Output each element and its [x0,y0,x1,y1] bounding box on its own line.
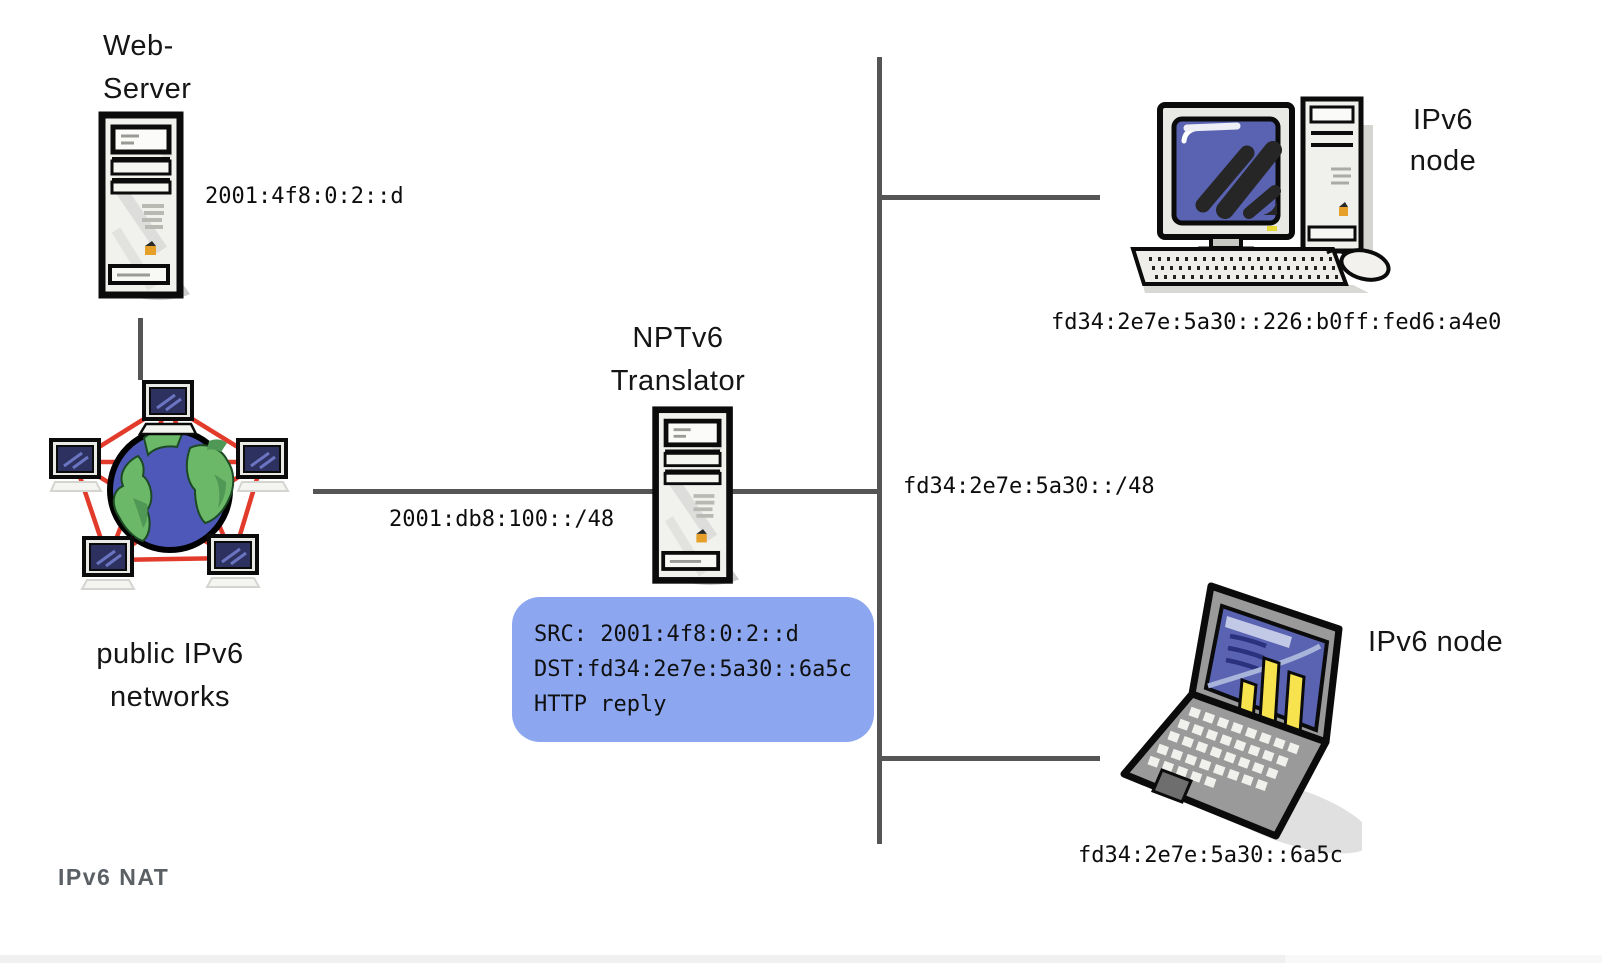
mini-computer-icon [205,534,261,588]
node-bottom-label: IPv6 node [1368,626,1504,658]
figure-caption: IPv6 NAT [58,864,170,890]
packet-src-line: SRC: 2001:4f8:0:2::d [534,622,799,647]
mini-computer-icon [80,536,136,590]
link-webserver-to-internet [138,318,143,380]
desktop-computer-icon [1130,96,1391,293]
node-bottom-address: fd34:2e7e:5a30::6a5c [1078,843,1343,868]
packet-annotation-box: SRC: 2001:4f8:0:2::d DST:fd34:2e7e:5a30:… [512,597,874,742]
tower-server-icon [652,406,740,586]
web-server-label-line1: Web- [103,30,174,62]
link-internet-to-translator [313,489,879,494]
laptop-icon [1120,582,1362,854]
translator-label-line2: Translator [610,365,746,397]
globe-network-icon [49,380,290,590]
web-server-label: Web- Server [103,25,191,111]
bottom-window-edge [0,955,1602,963]
node-top-label-line1: IPv6 [1412,104,1474,136]
web-server-address: 2001:4f8:0:2::d [205,184,404,209]
translator-label: NPTv6 Translator [578,317,778,403]
internal-network-bus [877,57,882,844]
tower-server-icon [98,111,190,300]
mini-computer-icon [137,380,199,436]
external-prefix-label: fd34:2e7e:5a30::/48 [903,474,1155,499]
branch-to-node-bottom [880,756,1100,761]
node-top-label-line2: node [1409,145,1477,177]
web-server-label-line2: Server [103,73,192,105]
public-networks-label-line1: public IPv6 [96,638,244,670]
branch-to-node-top [880,195,1100,200]
public-networks-label-line2: networks [109,681,231,713]
translator-label-line1: NPTv6 [632,322,724,354]
node-top-address: fd34:2e7e:5a30::226:b0ff:fed6:a4e0 [1051,310,1502,335]
bottom-window-edge-right [1285,955,1602,963]
internal-prefix-label: 2001:db8:100::/48 [389,507,615,532]
mini-computer-icon [236,438,290,492]
packet-protocol-line: HTTP reply [534,692,667,717]
mini-computer-icon [49,438,103,492]
node-top-label: IPv6 node [1393,100,1493,182]
packet-dst-line: DST:fd34:2e7e:5a30::6a5c [534,657,852,682]
public-networks-label: public IPv6 networks [40,633,300,719]
